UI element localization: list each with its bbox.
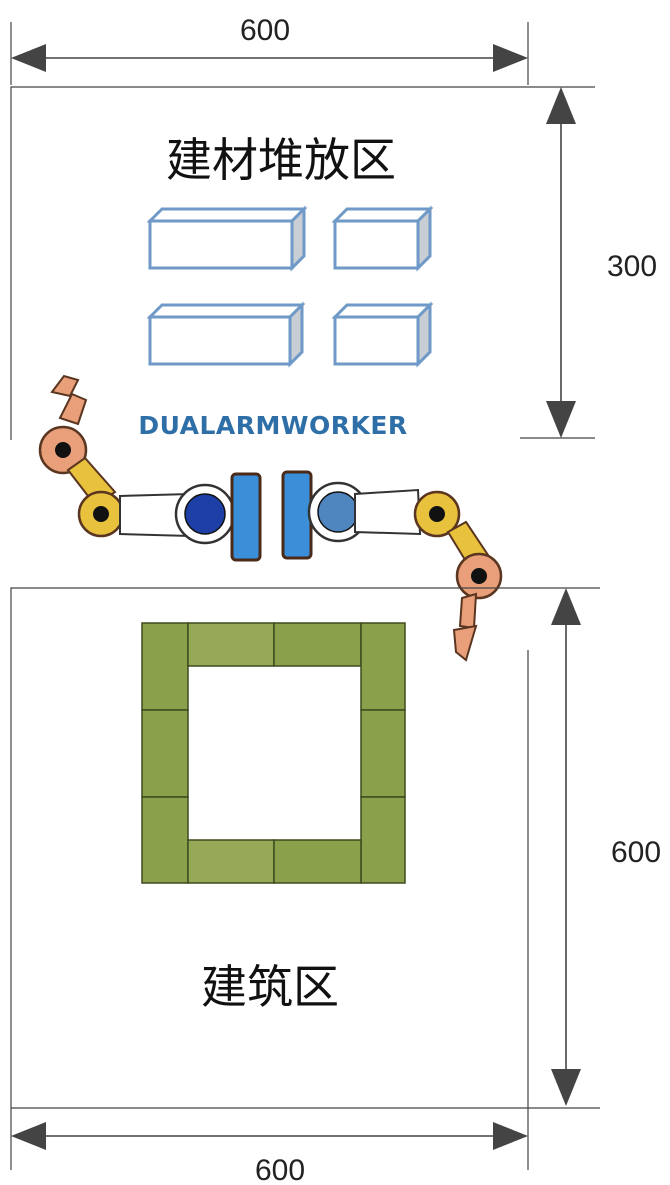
top-width-label: 600: [240, 14, 290, 47]
left-arm: [38, 374, 262, 562]
material-block: [331, 205, 434, 272]
left-shoulder-plate: [230, 472, 262, 562]
building-zone-border-left-top: [10, 587, 600, 1108]
building-height-dimension: 600: [551, 588, 661, 1106]
robot-brand-label: DUALARMWORKER: [138, 411, 407, 440]
material-block: [146, 205, 308, 272]
building-height-label: 600: [611, 836, 661, 869]
right-shoulder-plate: [281, 470, 313, 560]
arrow-left-icon: [11, 44, 46, 72]
arrow-down-icon: [551, 1069, 581, 1106]
arrow-up-icon: [546, 87, 576, 124]
dual-arm-robot: DUALARMWORKER: [38, 374, 503, 662]
wall-brick: [187, 839, 275, 884]
wall-brick: [360, 796, 406, 884]
storage-zone-border: [10, 86, 595, 440]
top-width-dimension: 600: [10, 14, 529, 85]
material-block: [331, 301, 434, 368]
storage-height-label: 300: [607, 250, 657, 283]
wall-brick: [141, 622, 189, 711]
arrow-right-icon: [493, 44, 528, 72]
lab-emblem-icon: [317, 491, 359, 533]
wall-brick: [273, 622, 362, 667]
wall-brick: [141, 796, 189, 884]
wall-brick: [360, 709, 406, 798]
right-gripper-icon: [452, 624, 478, 662]
building-zone: 建筑区: [10, 587, 600, 1109]
left-gripper-icon: [50, 374, 80, 398]
brick-wall: [141, 622, 406, 884]
wall-brick: [360, 622, 406, 711]
arrow-down-icon: [546, 401, 576, 438]
material-block: [146, 301, 306, 368]
right-arm: [281, 470, 503, 662]
arrow-right-icon: [493, 1122, 528, 1150]
wall-brick: [187, 622, 275, 667]
building-zone-title: 建筑区: [201, 960, 339, 1014]
eu-emblem-icon: [184, 493, 226, 535]
storage-height-dimension: 300: [520, 87, 657, 439]
storage-zone-title: 建材堆放区: [166, 133, 396, 187]
arrow-up-icon: [551, 588, 581, 625]
bottom-width-label: 600: [255, 1154, 305, 1185]
bottom-width-dimension: 600: [10, 1108, 529, 1185]
arrow-left-icon: [11, 1122, 46, 1150]
wall-brick: [273, 839, 362, 884]
storage-zone: 建材堆放区: [10, 86, 595, 440]
wall-brick: [141, 709, 189, 798]
